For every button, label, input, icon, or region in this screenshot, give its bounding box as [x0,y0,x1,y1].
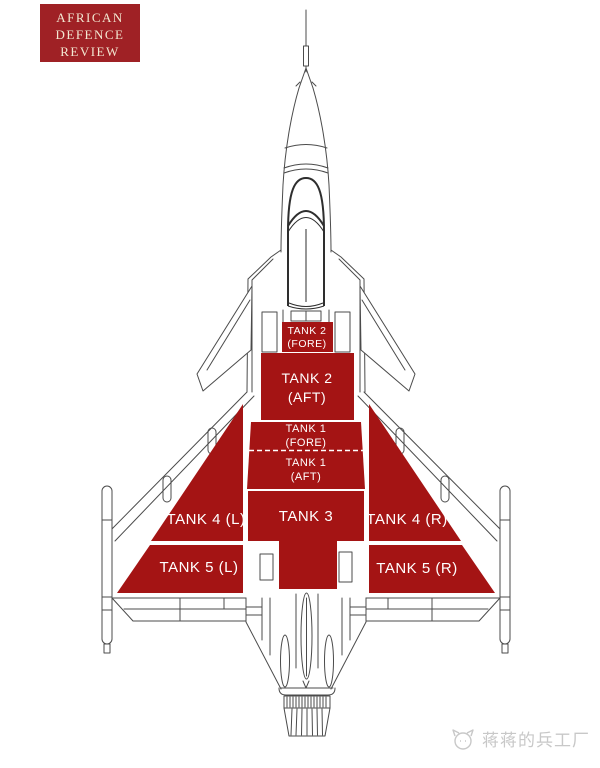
tank2-fore-label-line1: TANK 2 [287,325,327,337]
fuel-tank-overlays [117,322,495,593]
logo-line1: AFRICAN [56,10,124,25]
aircraft-outline [101,9,511,737]
nose-cone [280,87,332,253]
canard-right [359,285,416,392]
african-defence-review-logo: AFRICAN DEFENCE REVIEW [40,4,140,62]
tank5-right-label: TANK 5 (R) [376,561,457,577]
tank2-aft-label-line1: TANK 2 [281,370,333,386]
tank3-region [248,491,364,589]
tank1-aft-label: TANK 1 (AFT) [286,456,327,484]
tank4-left-label: TANK 4 (L) [167,512,246,528]
tank4-right-label-line1: TANK 4 (R) [366,511,448,528]
tank1-region [247,422,365,489]
tank2-fore-region [282,322,333,352]
tank4-right-label: TANK 4 (R) [366,512,447,528]
tank2-fore-label: TANK 2 (FORE) [287,325,326,351]
canard-left [196,285,253,392]
tank4-right-region [369,404,461,541]
cat-icon [452,728,474,750]
watermark: 蒋蒋的兵工厂 [450,726,590,751]
tank1-fore-label-line2: (FORE) [285,437,327,449]
tank2-aft-region [261,353,354,420]
wing-left [101,391,255,654]
engine-nozzle [278,680,336,737]
tank3-label: TANK 3 [279,509,333,525]
tank4-left-region [151,404,243,541]
tank5-right-region [369,545,495,593]
tank5-left-label-line1: TANK 5 (L) [159,559,239,576]
tank2-aft-label-line2: (AFT) [287,389,327,405]
canopy [287,177,325,310]
pitot-tube-icon [295,9,317,89]
tank5-left-label: TANK 5 (L) [160,560,239,576]
tank2-fore-label-line2: (FORE) [287,338,327,350]
tank5-left-region [117,545,243,593]
aft-fuselage [245,551,367,690]
logo-line3: REVIEW [60,44,120,59]
watermark-text: 蒋蒋的兵工厂 [482,731,590,751]
logo-line2: DEFENCE [55,27,125,42]
tank1-aft-label-line1: TANK 1 [285,457,327,469]
tank5-right-label-line1: TANK 5 (R) [376,560,458,577]
tank1-aft-label-line2: (AFT) [290,471,322,483]
tank2-aft-label: TANK 2 (AFT) [282,369,333,407]
tank1-fore-label-line1: TANK 1 [285,423,327,435]
tank3-label-line1: TANK 3 [278,508,334,525]
tank4-left-label-line1: TANK 4 (L) [166,511,246,528]
tank1-fore-label: TANK 1 (FORE) [286,422,327,450]
